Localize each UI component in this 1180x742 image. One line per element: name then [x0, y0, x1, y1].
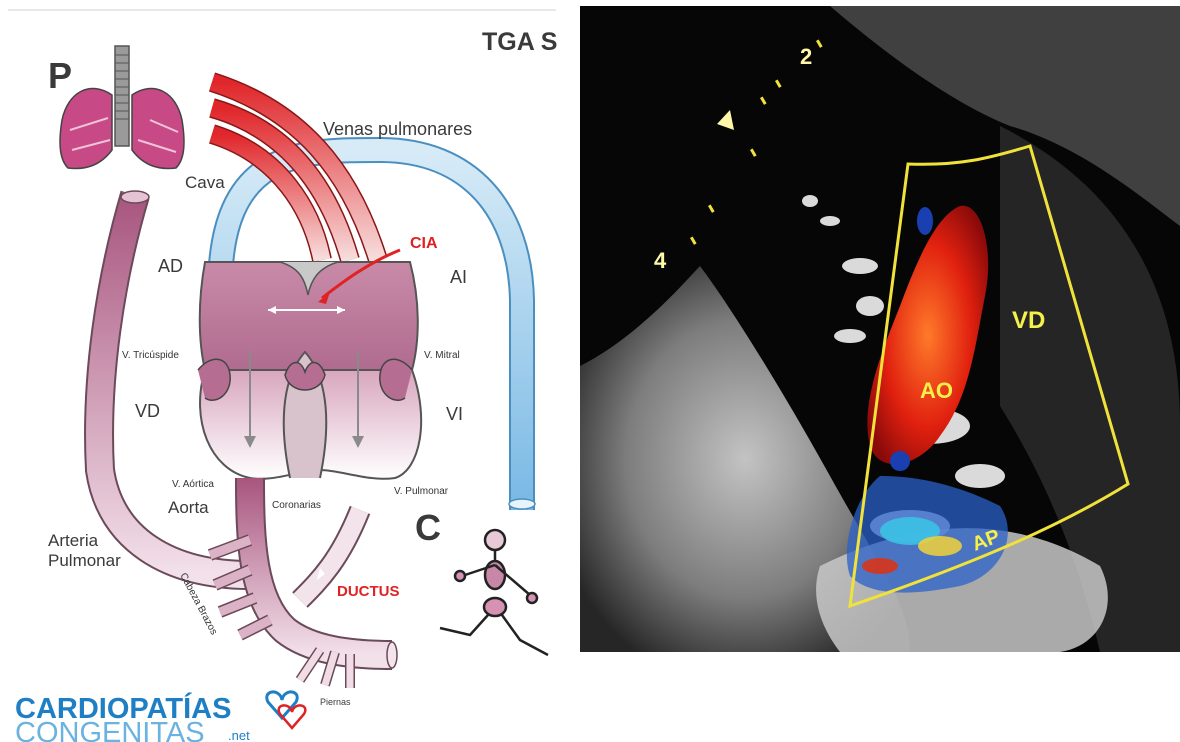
label-aortica: V. Aórtica: [172, 479, 214, 490]
logo-hearts-icon: [267, 692, 306, 728]
logo-suffix: .net: [228, 728, 250, 742]
depth-marker-2: 2: [800, 44, 812, 69]
label-ad: AD: [158, 256, 183, 276]
heart: [198, 262, 421, 479]
label-pulmonar-valve: V. Pulmonar: [394, 486, 449, 497]
label-pulmonar: Pulmonar: [48, 551, 121, 570]
label-arteria: Arteria: [48, 531, 99, 550]
echo-label-vd: VD: [1012, 307, 1045, 334]
tga-diagram-panel: TGA S P: [0, 0, 560, 742]
logo-line2: CONGENITAS: [15, 717, 205, 742]
label-mitral: V. Mitral: [424, 350, 460, 361]
label-cava: Cava: [185, 173, 225, 192]
child-figure-icon: [440, 530, 548, 655]
lungs-icon: [60, 46, 184, 168]
label-venas-pulmonares: Venas pulmonares: [323, 119, 472, 139]
panel-letter-p: P: [48, 55, 72, 96]
label-ai: AI: [450, 267, 467, 287]
echocardiogram-panel: 2 4 VD AO AP: [580, 6, 1180, 652]
label-tricuspide: V. Tricúspide: [122, 350, 179, 361]
label-ductus: DUCTUS: [337, 583, 400, 600]
panel-letter-c: C: [415, 507, 441, 548]
logo: CARDIOPATÍAS CONGENITAS .net: [15, 691, 305, 742]
echocardiogram-image: 2 4 VD AO AP: [580, 6, 1180, 652]
label-cia: CIA: [410, 235, 438, 252]
tga-diagram: TGA S P: [0, 0, 560, 742]
diagram-title: TGA S: [482, 28, 557, 56]
label-piernas: Piernas: [320, 697, 351, 707]
depth-marker-4: 4: [654, 248, 667, 273]
label-vi: VI: [446, 404, 463, 424]
echo-label-ao: AO: [920, 378, 953, 403]
label-coronarias: Coronarias: [272, 500, 321, 511]
label-aorta: Aorta: [168, 498, 209, 517]
label-vd: VD: [135, 401, 160, 421]
